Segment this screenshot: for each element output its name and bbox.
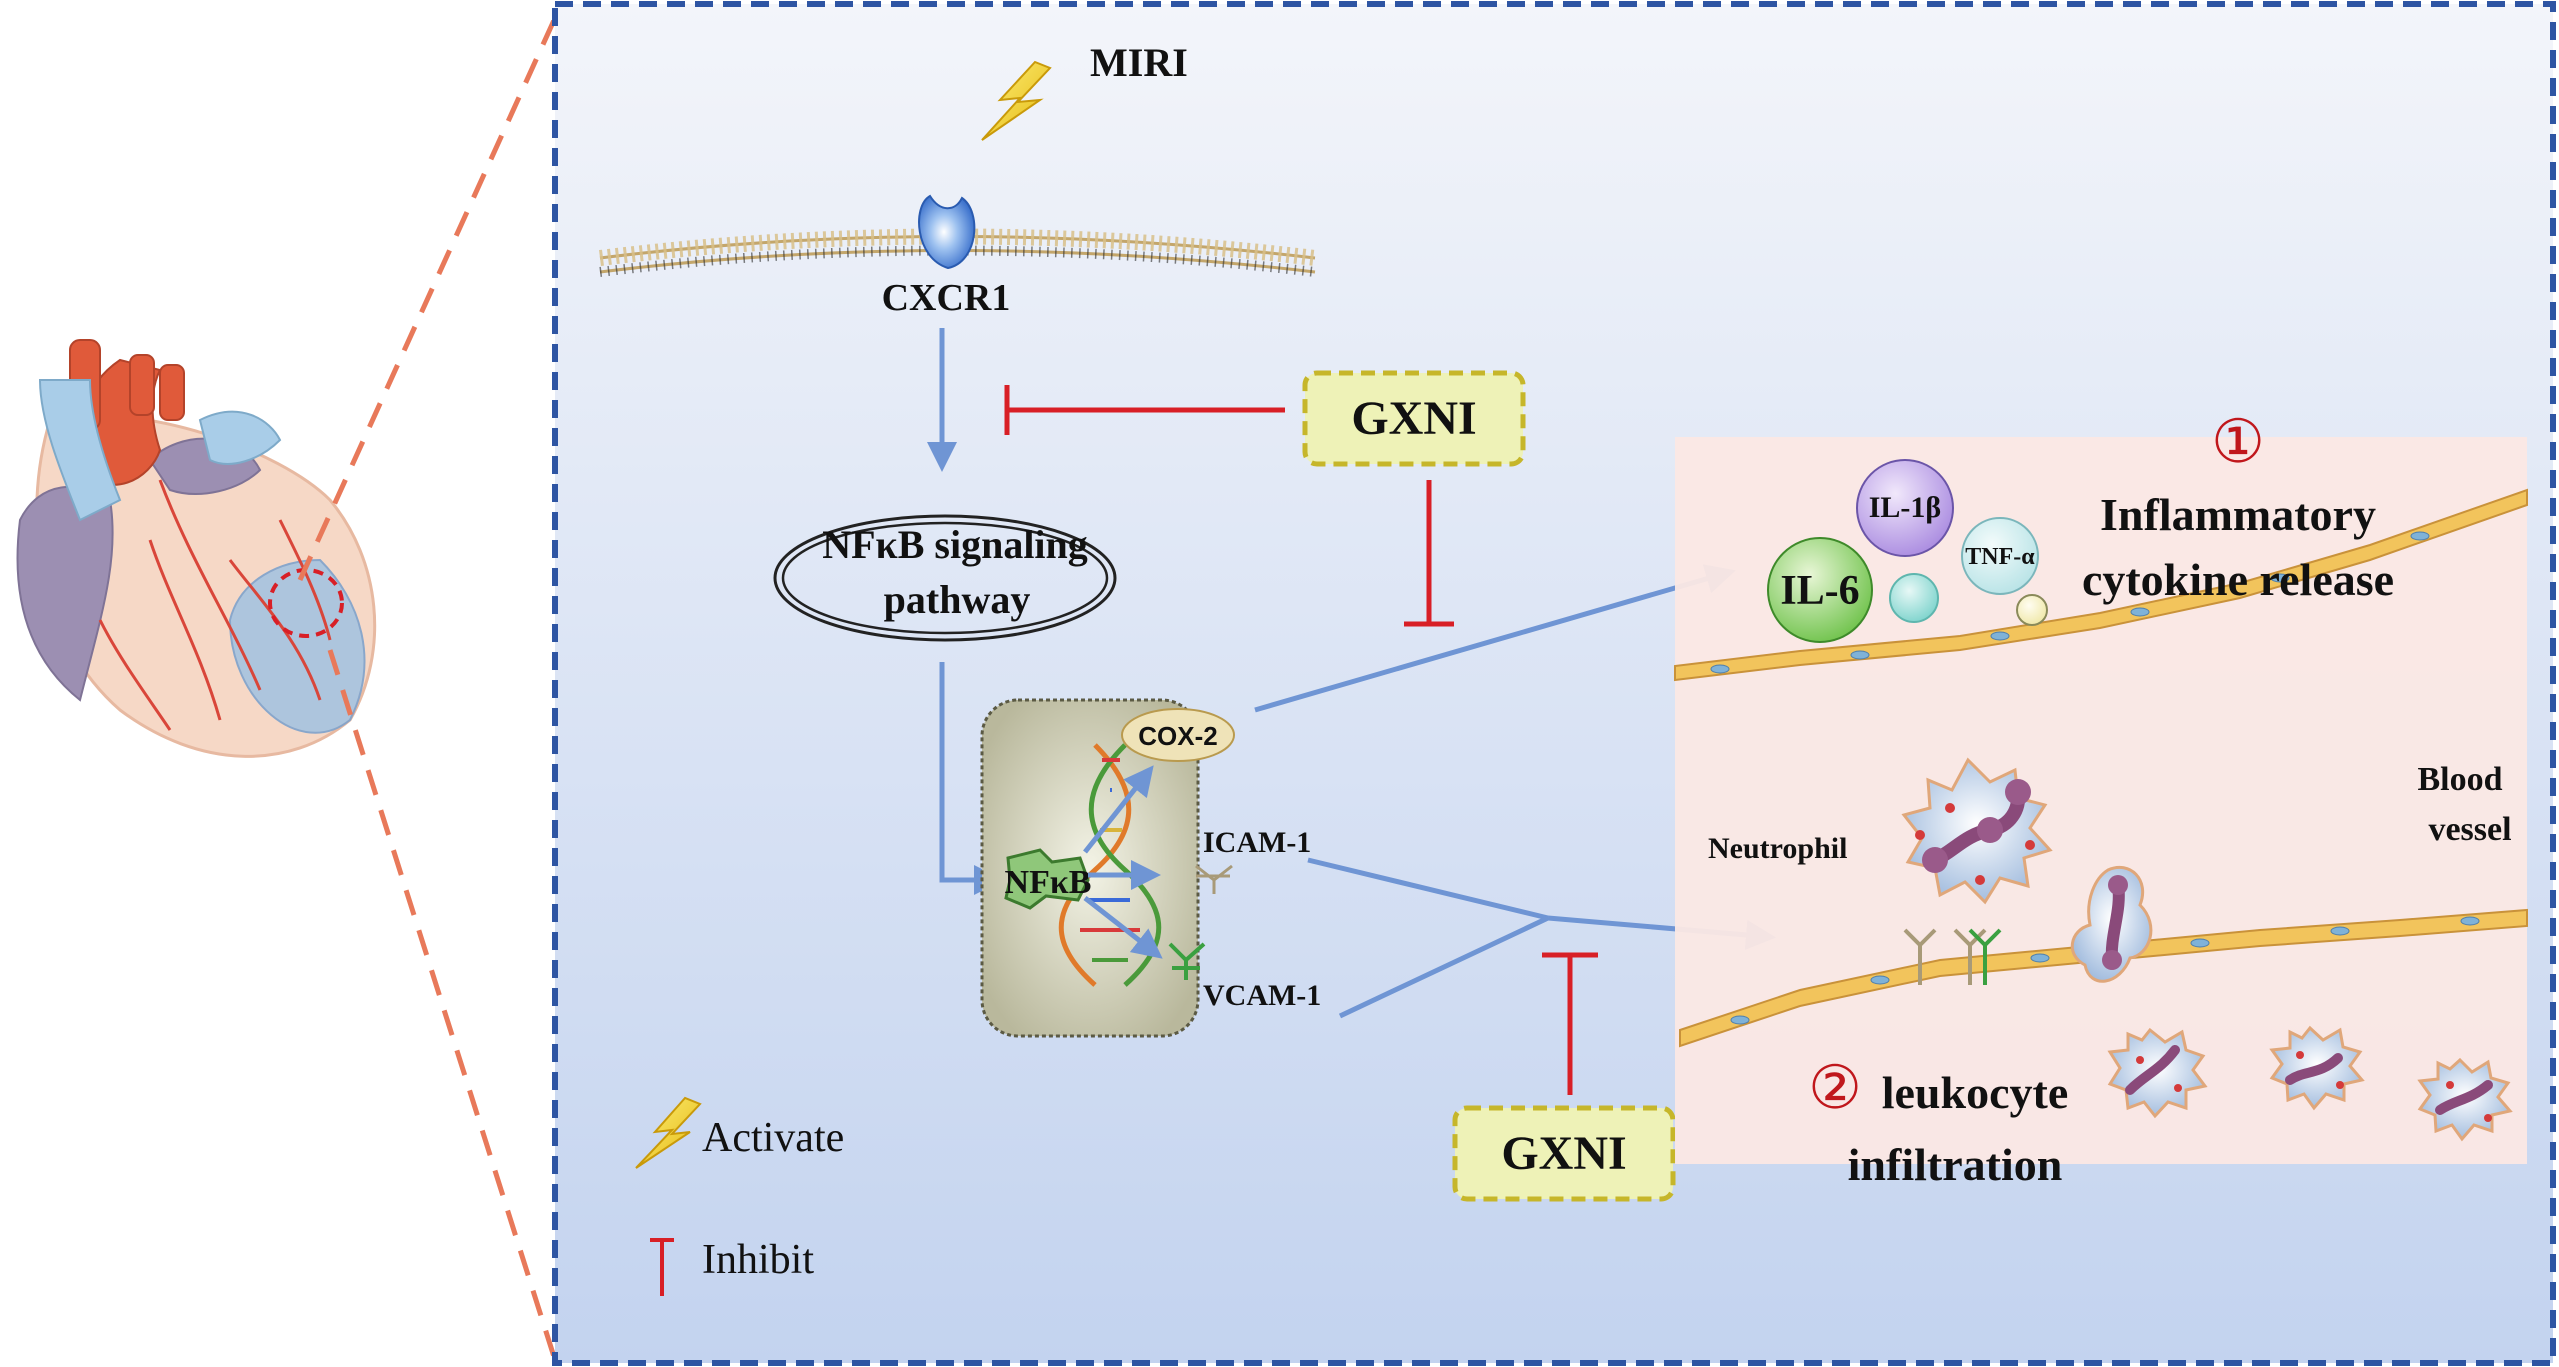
arrow-nfkb-to-cox2 [1083, 765, 1154, 854]
neutrophil-transmigrating-icon [2070, 866, 2153, 983]
inhibit-gxni-transcription [1404, 480, 1454, 627]
outcome2-title-line2: infiltration [1848, 1139, 2063, 1190]
cox2-protein-icon [1121, 708, 1235, 762]
legend-inhibit-label: Inhibit [702, 1237, 814, 1283]
miri-label: MIRI [1090, 40, 1188, 85]
legend-activate-label: Activate [702, 1115, 844, 1161]
nfkb-factor-icon: NFκB [1004, 848, 1092, 910]
vessel-wall-lower [1679, 908, 2528, 1048]
cytokine-particle-icon [1889, 573, 1939, 623]
outcome1-title-line1: Inflammatory [2100, 489, 2376, 540]
il6-cytokine-icon: IL-6 [1767, 537, 1873, 643]
tnfa-label: TNF-α [1965, 544, 2035, 570]
il1b-cytokine-icon: IL-1β [1856, 459, 1954, 557]
gxni-top-box: GXNI [1302, 370, 1526, 467]
tnfa-cytokine-icon: TNF-α [1961, 517, 2039, 595]
neutrophil-small-icon [2269, 1025, 2365, 1111]
heart-illustration [16, 339, 377, 758]
zoom-line-top [297, 16, 558, 582]
arrow-pathway-to-nfkb [939, 662, 1004, 895]
neutrophil-large-icon [1901, 757, 2053, 905]
outcome2-number: ② [1808, 1055, 1862, 1121]
vcam1-label: VCAM-1 [1203, 979, 1321, 1012]
gxni-bottom-label: GXNI [1501, 1127, 1626, 1180]
vessel-wall-upper [1674, 488, 2528, 682]
cxcr1-label: CXCR1 [882, 277, 1011, 319]
cox2-label: COX-2 [1138, 721, 1217, 751]
il1b-label: IL-1β [1869, 491, 1941, 524]
inhibit-gxni-adhesion [1542, 952, 1598, 1095]
gxni-top-label: GXNI [1351, 392, 1476, 445]
cytokine-particle-icon [2016, 594, 2048, 626]
miri-bolt-icon [981, 60, 1052, 141]
pathway-label-line2: pathway [884, 577, 1031, 622]
nfkb-factor-label: NFκB [1005, 864, 1092, 901]
il6-label: IL-6 [1780, 568, 1859, 614]
outcome1-title-line2: cytokine release [2082, 554, 2394, 605]
line-icam1-merge [1307, 857, 1549, 921]
neutrophil-small-icon [2417, 1057, 2513, 1142]
gxni-bottom-box: GXNI [1452, 1105, 1676, 1202]
arrow-cox2-to-cytokines [1254, 564, 1736, 713]
legend: Activate Inhibit [635, 1096, 844, 1296]
neutrophil-label: Neutrophil [1708, 832, 1847, 865]
outcome1-number: ① [2211, 409, 2265, 475]
pathway-label-line1: NFκB signaling [822, 522, 1088, 567]
outcome2-title-line1: leukocyte [1882, 1067, 2069, 1118]
legend-activate-icon [635, 1096, 702, 1169]
nfkb-pathway-ellipse: NFκB signaling pathway [773, 514, 1117, 642]
cxcr1-receptor-icon [918, 194, 976, 270]
vcam1-protein-icon [1168, 942, 1206, 980]
legend-inhibit-icon [650, 1238, 674, 1296]
arrow-nfkb-to-vcam1 [1083, 896, 1163, 959]
line-vcam1-merge [1338, 915, 1550, 1019]
adhesion-molecule-icon [1903, 928, 2002, 985]
neutrophil-small-icon [2107, 1027, 2208, 1119]
icam1-label: ICAM-1 [1203, 826, 1311, 859]
vessel-label-line2: vessel [2428, 811, 2511, 848]
inhibit-gxni-cxcr1 [1004, 385, 1285, 435]
zoom-line-bottom [327, 649, 558, 1361]
icam1-protein-icon [1195, 864, 1233, 894]
vessel-label-line1: Blood [2417, 761, 2502, 798]
